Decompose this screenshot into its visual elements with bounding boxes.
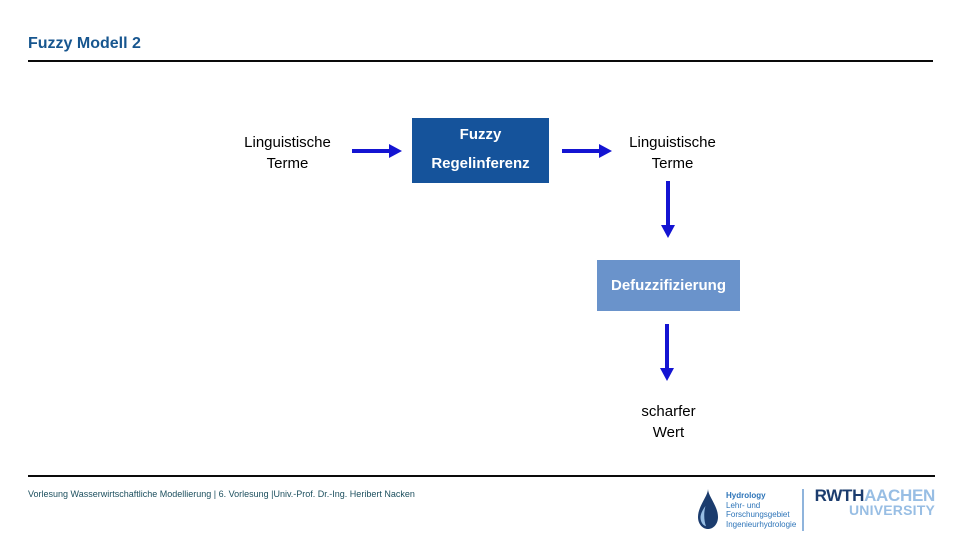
water-drop-icon [698, 489, 718, 529]
hydrology-logo-text: Hydrology Lehr- und Forschungsgebiet Ing… [726, 491, 796, 529]
flow-label-linguistic-terms-output: Linguistische Terme [629, 134, 716, 172]
rwth-logo-aachen: AACHEN [864, 486, 935, 505]
flow-arrow-down-2 [660, 324, 674, 381]
footer-divider-line [28, 475, 935, 477]
logo-divider-line [802, 489, 804, 531]
hydrology-logo-line2: Lehr- und [726, 500, 761, 510]
process-box-line2: Regelinferenz [431, 155, 530, 172]
hydrology-logo-line1: Hydrology [726, 491, 766, 500]
flow-label-linguistic-terms-input: Linguistische Terme [244, 134, 331, 172]
footer-lecture-credit: Vorlesung Wasserwirtschaftliche Modellie… [28, 489, 415, 499]
rwth-logo-line1: RWTHAACHEN [808, 486, 936, 505]
defuzzification-box: Defuzzifizierung [597, 260, 740, 311]
rwth-aachen-logo: RWTHAACHEN UNIVERSITY [808, 486, 936, 518]
fuzzy-rule-inference-box: Fuzzy Regelinferenz [412, 118, 549, 183]
flow-arrow-right-2 [562, 144, 612, 158]
hydrology-logo-line4: Ingenieurhydrologie [726, 519, 797, 529]
page-title: Fuzzy Modell 2 [28, 35, 141, 52]
flow-arrow-down-1 [661, 181, 675, 238]
flow-label-crisp-value: scharfer Wert [641, 403, 696, 441]
hydrology-logo: Hydrology Lehr- und Forschungsgebiet Ing… [697, 489, 796, 530]
process-box-line1: Fuzzy [459, 126, 502, 143]
rwth-logo-rwth: RWTH [814, 486, 865, 505]
rwth-logo-university: UNIVERSITY [848, 502, 935, 518]
title-divider-line [28, 60, 933, 62]
flow-arrow-right-1 [352, 144, 402, 158]
hydrology-logo-line3: Forschungsgebiet [726, 510, 790, 519]
